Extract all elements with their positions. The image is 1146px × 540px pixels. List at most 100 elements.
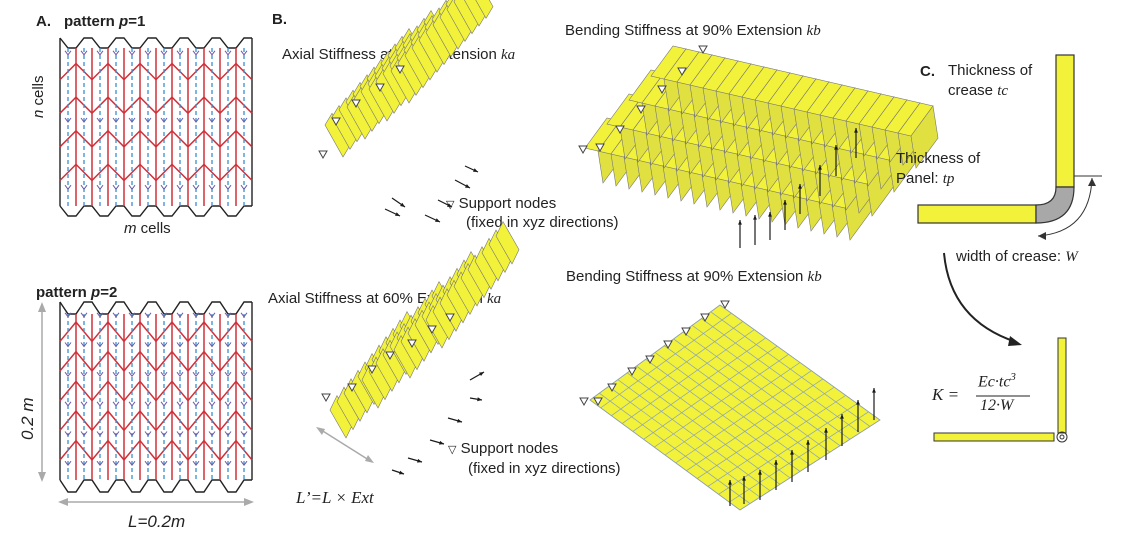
arrowhead: [840, 414, 844, 419]
arrowhead: [58, 498, 68, 506]
origami-panel: [475, 0, 494, 19]
arrowhead: [399, 470, 404, 475]
fold-arrow: [96, 117, 104, 123]
fold-arrow: [144, 401, 152, 407]
support-node-triangle: [657, 85, 667, 95]
arrowhead: [477, 397, 482, 402]
arrowhead: [768, 212, 772, 217]
fold-arrow: [128, 460, 136, 467]
fold-arrow: [176, 371, 184, 378]
arrowhead: [439, 440, 444, 445]
fold-arrow: [112, 117, 120, 123]
fold-arrow: [176, 312, 184, 318]
arrowhead: [774, 460, 778, 465]
fold-arrow: [144, 460, 152, 467]
arrowhead: [834, 145, 838, 150]
fold-arrow: [160, 342, 168, 348]
fold-arrow: [240, 460, 248, 467]
mesh-line: [682, 331, 841, 446]
support-node-triangle: [681, 327, 691, 337]
fold-arrow: [192, 342, 200, 348]
fold-arrow: [192, 50, 200, 56]
support-node-triangle: [636, 105, 646, 115]
pattern-1-title: pattern p=1: [64, 13, 146, 30]
arrowhead: [818, 165, 822, 170]
spring-panel-horizontal: [933, 432, 1055, 442]
support-node-triangle: [375, 83, 385, 93]
fold-arrow: [224, 342, 232, 348]
fold-arrow: [96, 431, 104, 437]
support-node-triangle: [385, 351, 395, 361]
fold-arrow: [144, 312, 152, 318]
extension-dimension-line: [317, 427, 373, 463]
origami-panel: [910, 105, 939, 169]
crease-panel-vertical: [1055, 54, 1075, 188]
support-node-triangle: [607, 383, 617, 393]
arrowhead: [783, 200, 787, 205]
fold-arrow: [128, 371, 136, 378]
fold-arrow: [160, 371, 168, 378]
mesh-line: [739, 419, 881, 511]
fold-arrow: [208, 342, 216, 348]
support-node-triangle: [347, 383, 357, 393]
fold-arrow: [176, 117, 184, 123]
arrowhead: [742, 476, 746, 481]
fold-arrow: [128, 184, 136, 191]
support-node-triangle: [331, 117, 341, 127]
mountain-fold: [59, 439, 253, 462]
fold-arrow: [224, 117, 232, 123]
fold-arrow: [160, 117, 168, 123]
fold-arrow: [128, 401, 136, 407]
support-node-triangle: [720, 300, 730, 310]
support-node-triangle: [627, 367, 637, 377]
panel-letter: A.: [36, 13, 51, 30]
fold-arrow: [192, 184, 200, 191]
arrowhead: [244, 498, 254, 506]
fold-arrow: [160, 460, 168, 467]
arrowhead: [790, 450, 794, 455]
arrowhead: [798, 184, 802, 189]
rotational-spring-icon: [1056, 431, 1068, 443]
fold-arrow: [224, 401, 232, 407]
fold-arrow: [240, 342, 248, 348]
fold-arrow: [144, 50, 152, 56]
arrowhead: [1088, 178, 1096, 186]
support-node-triangle: [318, 150, 328, 160]
support-node-triangle: [579, 397, 589, 407]
arrowhead: [758, 470, 762, 475]
support-node-triangle: [645, 355, 655, 365]
arrowhead: [806, 440, 810, 445]
crease-region: [1035, 186, 1075, 224]
fold-arrow: [240, 431, 248, 437]
fold-arrow: [224, 184, 232, 191]
arrowhead: [447, 203, 452, 207]
fold-arrow: [112, 431, 120, 437]
fold-arrow: [240, 312, 248, 318]
arrowhead: [872, 388, 876, 393]
fold-arrow: [240, 50, 248, 56]
fold-arrow: [208, 401, 216, 407]
support-node-triangle: [677, 67, 687, 77]
fold-arrow: [208, 184, 216, 191]
arrowhead: [435, 218, 440, 222]
panel-c-label: C.: [920, 63, 935, 80]
pattern-2-title: pattern p=2: [36, 284, 118, 301]
fold-arrow: [112, 401, 120, 407]
fold-arrow: [144, 342, 152, 348]
fold-arrow: [192, 401, 200, 407]
fold-arrow: [176, 50, 184, 56]
extension-formula: L’=L × Ext: [296, 488, 374, 507]
fold-arrow: [224, 431, 232, 437]
fold-arrow: [160, 312, 168, 318]
fold-arrow: [208, 431, 216, 437]
fold-arrow: [192, 117, 200, 123]
support-node-triangle: [407, 339, 417, 349]
zigzag-edge: [59, 301, 252, 315]
panel-thickness-label: Thickness of: [896, 150, 981, 167]
fold-arrow: [240, 117, 248, 123]
support-node-triangle: [663, 340, 673, 350]
arrowhead: [365, 455, 374, 463]
arrowhead: [824, 428, 828, 433]
arrowhead: [38, 302, 46, 312]
